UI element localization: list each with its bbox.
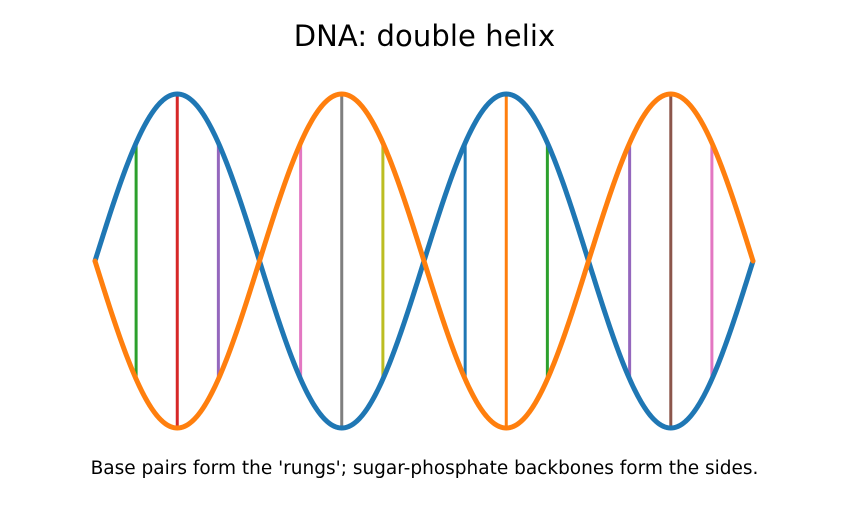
page-title: DNA: double helix: [293, 19, 556, 53]
backbone-strand-strand-2: [92, 91, 756, 431]
backbone-strands-group: [92, 91, 756, 431]
figure-caption: Base pairs form the 'rungs'; sugar-phosp…: [90, 458, 759, 479]
base-pair-rungs-group: [134, 94, 755, 428]
